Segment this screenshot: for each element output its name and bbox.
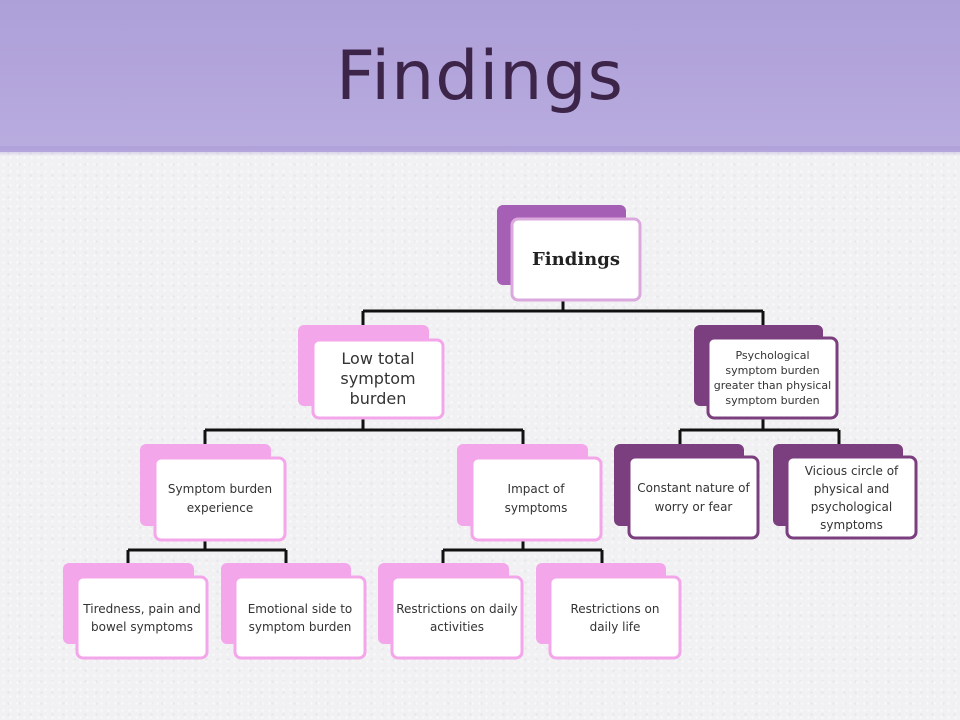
restrict-activities-label: Restrictions on daily activities — [396, 601, 518, 634]
root-label: Findings — [532, 249, 620, 270]
node-tiredness — [75, 575, 209, 660]
node-psychological — [706, 336, 839, 420]
node-vicious-circle — [785, 455, 918, 540]
restrict-life-label: Restrictions on daily life — [570, 601, 660, 634]
node-impact — [470, 456, 603, 542]
node-constant-worry — [627, 455, 760, 540]
symptom-experience-label: Symptom burden experience — [167, 482, 273, 515]
constant-worry-label: Constant nature of worry or fear — [637, 480, 750, 514]
emotional-label: Emotional side to symptom burden — [247, 601, 353, 634]
node-symptom-experience — [153, 456, 287, 542]
vicious-circle-label: Vicious circle of physical and psycholog… — [804, 463, 899, 532]
header-band — [0, 0, 960, 152]
node-low-total — [311, 338, 445, 420]
impact-label: Impact of symptoms — [504, 482, 568, 515]
tiredness-label: Tiredness, pain and bowel symptoms — [83, 601, 201, 634]
psychological-label: Psychological symptom burden greater tha… — [713, 349, 832, 407]
node-restrict-life — [548, 575, 682, 660]
low-total-label: Low total symptom burden — [340, 349, 416, 408]
header-band-edge — [0, 146, 960, 156]
slide-title: Findings — [336, 37, 624, 116]
node-restrict-activities — [390, 575, 524, 660]
node-root — [497, 205, 642, 302]
connector-lines — [126, 300, 841, 565]
node-emotional — [233, 575, 367, 660]
